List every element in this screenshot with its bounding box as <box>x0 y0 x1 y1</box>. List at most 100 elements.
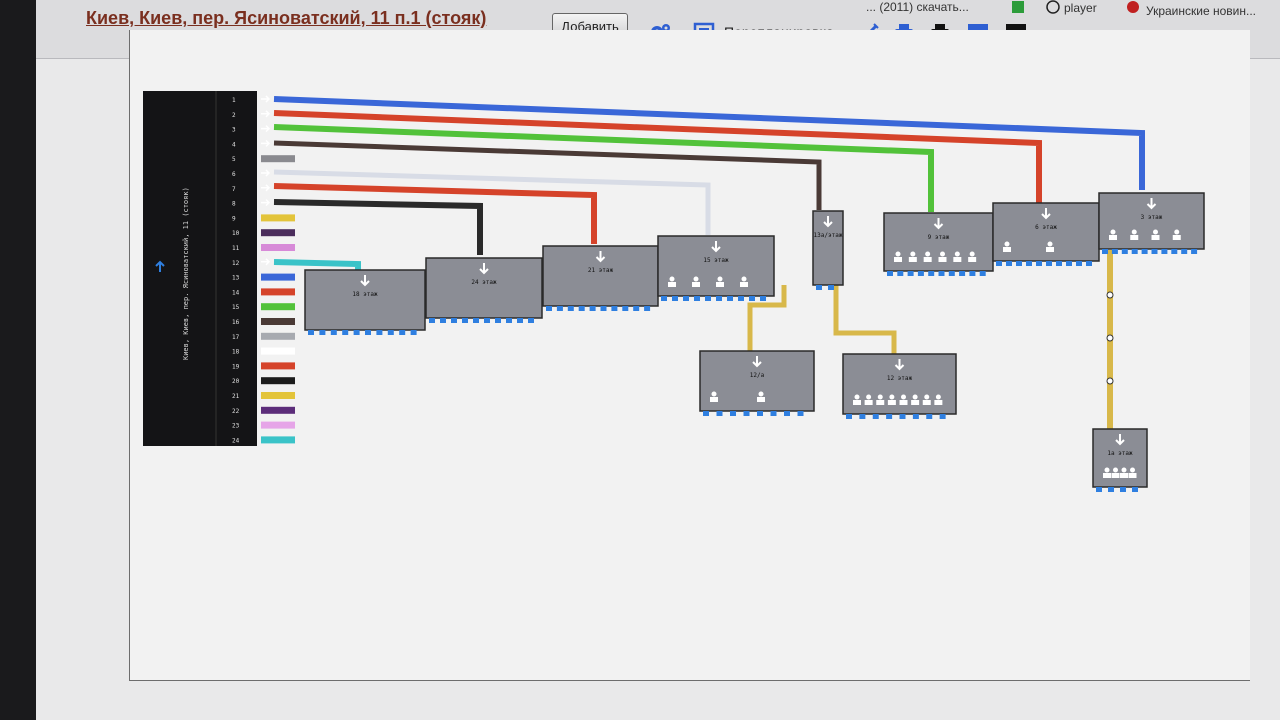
switch-port[interactable] <box>730 411 736 416</box>
switch-port[interactable] <box>506 318 512 323</box>
panel-port-stub[interactable] <box>261 347 295 355</box>
panel-port-stub[interactable] <box>261 362 295 370</box>
switch-port[interactable] <box>1171 249 1178 254</box>
switch-port[interactable] <box>928 271 935 276</box>
switch-port[interactable] <box>846 414 852 419</box>
switch-port[interactable] <box>979 271 986 276</box>
switch-port[interactable] <box>716 411 723 416</box>
panel-port-stub[interactable] <box>261 421 295 429</box>
switch-port[interactable] <box>1102 249 1108 254</box>
switch-port[interactable] <box>749 296 755 301</box>
switch-port[interactable] <box>661 296 667 301</box>
switch-port[interactable] <box>484 318 490 323</box>
panel-port-stub[interactable] <box>261 273 295 281</box>
switch-port[interactable] <box>886 414 893 419</box>
switch-port[interactable] <box>1108 487 1114 492</box>
switch-port[interactable] <box>859 414 866 419</box>
switch-port[interactable] <box>1096 487 1102 492</box>
switch-port[interactable] <box>1086 261 1092 266</box>
switch-box[interactable]: 18 этаж <box>304 269 426 335</box>
switch-port[interactable] <box>727 296 733 301</box>
switch-port[interactable] <box>938 271 945 276</box>
switch-port[interactable] <box>495 318 501 323</box>
switch-port[interactable] <box>546 306 552 311</box>
switch-box[interactable]: 1а этаж <box>1092 428 1148 492</box>
switch-box[interactable]: 24 этаж <box>425 257 543 323</box>
panel-port-stub[interactable] <box>261 406 295 414</box>
switch-port[interactable] <box>517 318 523 323</box>
switch-box[interactable]: 12 этаж <box>842 353 957 419</box>
panel-port-stub[interactable] <box>261 288 295 296</box>
switch-port[interactable] <box>1141 249 1148 254</box>
switch-port[interactable] <box>1132 487 1138 492</box>
switch-port[interactable] <box>611 306 618 311</box>
switch-port[interactable] <box>633 306 640 311</box>
news-icon[interactable] <box>1126 0 1140 14</box>
switch-port[interactable] <box>376 330 383 335</box>
browser-tab-news[interactable]: Украинские новин... <box>1146 4 1256 18</box>
switch-port[interactable] <box>429 318 435 323</box>
switch-port[interactable] <box>969 271 976 276</box>
browser-tab-player[interactable]: player <box>1064 1 1097 15</box>
switch-port[interactable] <box>917 271 924 276</box>
switch-port[interactable] <box>926 414 933 419</box>
switch-port[interactable] <box>1036 261 1042 266</box>
switch-port[interactable] <box>1016 261 1022 266</box>
switch-port[interactable] <box>622 306 629 311</box>
switch-port[interactable] <box>1066 261 1072 266</box>
switch-port[interactable] <box>462 318 468 323</box>
switch-port[interactable] <box>1111 249 1118 254</box>
switch-port[interactable] <box>451 318 457 323</box>
switch-box[interactable]: 21 этаж <box>542 245 659 311</box>
switch-port[interactable] <box>703 411 709 416</box>
switch-port[interactable] <box>705 296 711 301</box>
switch-box[interactable]: 3 этаж <box>1098 192 1205 254</box>
switch-port[interactable] <box>387 330 394 335</box>
switch-port[interactable] <box>784 411 790 416</box>
panel-port-stub[interactable] <box>261 303 295 311</box>
switch-box[interactable]: 15 этаж <box>657 235 775 301</box>
switch-port[interactable] <box>365 330 371 335</box>
switch-port[interactable] <box>694 296 700 301</box>
switch-port[interactable] <box>440 318 446 323</box>
switch-port[interactable] <box>319 330 326 335</box>
panel-port-stub[interactable] <box>261 392 295 399</box>
switch-box[interactable]: 13а/этаж <box>812 210 844 290</box>
switch-port[interactable] <box>872 414 879 419</box>
switch-port[interactable] <box>907 271 914 276</box>
switch-port[interactable] <box>757 411 763 416</box>
panel-port-stub[interactable] <box>261 332 295 340</box>
switch-port[interactable] <box>578 306 585 311</box>
switch-port[interactable] <box>1056 261 1062 266</box>
switch-port[interactable] <box>1121 249 1128 254</box>
switch-port[interactable] <box>1151 249 1158 254</box>
switch-port[interactable] <box>600 306 607 311</box>
switch-port[interactable] <box>959 271 966 276</box>
switch-port[interactable] <box>1191 249 1198 254</box>
switch-port[interactable] <box>1181 249 1188 254</box>
switch-port[interactable] <box>828 285 834 290</box>
switch-port[interactable] <box>716 296 722 301</box>
switch-port[interactable] <box>897 271 904 276</box>
switch-port[interactable] <box>353 330 360 335</box>
switch-port[interactable] <box>816 285 822 290</box>
switch-port[interactable] <box>683 296 689 301</box>
switch-box[interactable]: 6 этаж <box>992 202 1100 266</box>
switch-box[interactable]: 12/а <box>699 350 815 416</box>
switch-port[interactable] <box>738 296 744 301</box>
switch-port[interactable] <box>1120 487 1126 492</box>
riser-address-link[interactable]: Киев, Киев, пер. Ясиноватский, 11 п.1 (с… <box>86 8 487 28</box>
panel-port-stub[interactable] <box>261 377 295 385</box>
switch-port[interactable] <box>1046 261 1052 266</box>
tab-icon-green[interactable] <box>1011 0 1025 14</box>
switch-port[interactable] <box>399 330 406 335</box>
switch-port[interactable] <box>887 271 893 276</box>
switch-port[interactable] <box>1131 249 1138 254</box>
switch-port[interactable] <box>948 271 955 276</box>
switch-port[interactable] <box>556 306 563 311</box>
panel-port-stub[interactable] <box>261 318 295 325</box>
panel-port-stub[interactable] <box>261 155 295 163</box>
switch-port[interactable] <box>770 411 777 416</box>
switch-port[interactable] <box>743 411 750 416</box>
switch-port[interactable] <box>996 261 1002 266</box>
